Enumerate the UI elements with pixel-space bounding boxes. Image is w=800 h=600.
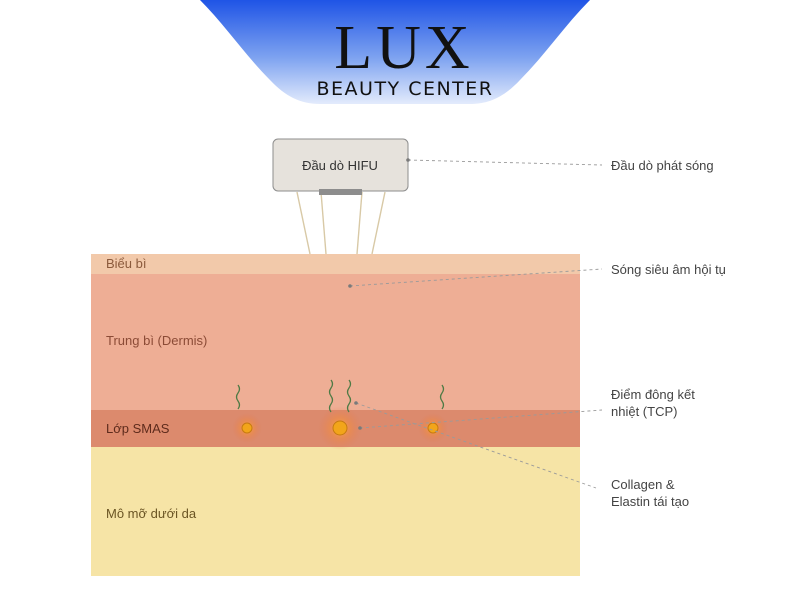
leader-probe [407,159,603,166]
beam [320,191,327,255]
annotation-waves: Sóng siêu âm hội tụ [611,262,726,277]
tcp-points [232,406,448,450]
beam [371,191,386,255]
layer-labels: Biểu bì Trung bì (Dermis) Lớp SMAS Mô mỡ… [106,256,207,521]
leader-dot [406,158,410,162]
brand-banner: LUX BEAUTY CENTER [200,0,590,104]
annotation-tcp-1: Điểm đông kết [611,387,695,402]
leader-dot [348,284,352,288]
annotation-collagen-2: Elastin tái tạo [611,494,689,509]
layer-fat [91,447,580,576]
label-epidermis: Biểu bì [106,256,146,271]
banner-shape [200,0,590,104]
tcp-point [332,420,348,436]
annotation-tcp-2: nhiệt (TCP) [611,404,677,419]
annotation-collagen-1: Collagen & [611,477,675,492]
wave [328,379,334,413]
wave [346,379,352,413]
layer-dermis [91,274,580,410]
wave [439,384,445,410]
leader-waves [349,268,603,287]
label-smas: Lớp SMAS [106,421,170,436]
leader-tcp [359,409,603,429]
tcp-point [241,422,253,434]
probe-label: Đầu dò HIFU [302,158,378,173]
leader-dots [348,158,410,430]
brand-name: LUX [334,14,473,82]
beam [356,191,363,255]
leader-dot [354,401,358,405]
probe-tip [319,189,362,195]
collagen-waves [235,379,445,413]
label-fat: Mô mỡ dưới da [106,506,197,521]
ultrasound-beams [296,191,386,255]
layer-epidermis [91,254,580,274]
annotation-probe: Đầu dò phát sóng [611,158,714,173]
label-dermis: Trung bì (Dermis) [106,333,207,348]
skin-layers [91,254,580,576]
wave [235,384,241,410]
beam [296,191,311,255]
leader-lines [349,159,603,489]
leader-dot [358,426,362,430]
leader-collagen [355,402,597,489]
annotations: Đầu dò phát sóng Sóng siêu âm hội tụ Điể… [611,158,726,509]
hifu-probe: Đầu dò HIFU [272,138,409,195]
brand-tagline: BEAUTY CENTER [317,78,494,100]
